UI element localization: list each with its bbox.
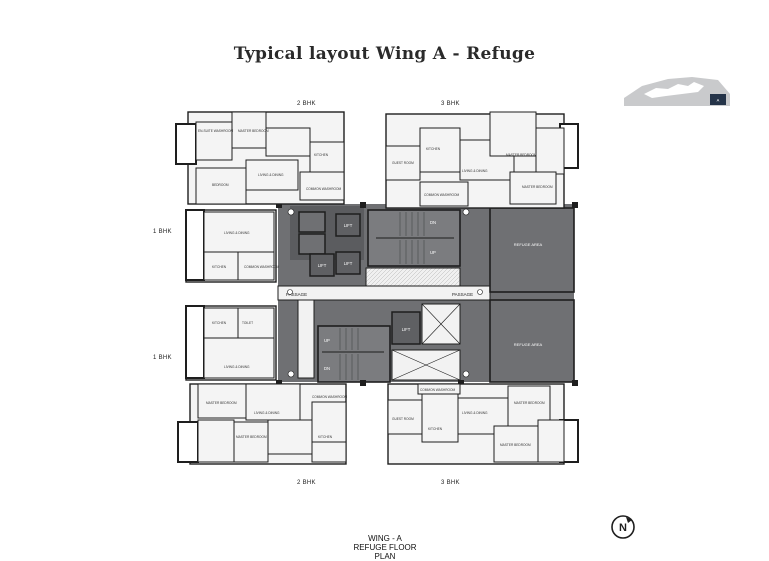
svg-text:BEDROOM: BEDROOM bbox=[212, 183, 229, 187]
svg-text:LIVING & DINING: LIVING & DINING bbox=[462, 411, 488, 415]
svg-text:COMMON WASHROOM: COMMON WASHROOM bbox=[244, 265, 279, 269]
svg-text:KITCHEN: KITCHEN bbox=[314, 153, 329, 157]
unit-3bhk-top-right bbox=[385, 111, 579, 209]
caption-floor: REFUGE FLOOR bbox=[353, 543, 417, 552]
unit-label-bottom-left: 2 BHK bbox=[297, 480, 316, 486]
svg-text:MASTER BEDROOM: MASTER BEDROOM bbox=[236, 435, 267, 439]
svg-text:COMMON WASHROOM: COMMON WASHROOM bbox=[306, 187, 341, 191]
svg-text:KITCHEN: KITCHEN bbox=[426, 147, 441, 151]
caption-plan: PLAN bbox=[374, 552, 396, 561]
unit-label-left-lower: 1 BHK bbox=[153, 355, 172, 361]
svg-text:MASTER BEDROOM: MASTER BEDROOM bbox=[506, 153, 537, 157]
svg-text:LIVING & DINING: LIVING & DINING bbox=[254, 411, 280, 415]
svg-text:LIVING & DINING: LIVING & DINING bbox=[224, 365, 250, 369]
svg-text:TOILET: TOILET bbox=[242, 321, 253, 325]
lift-3 bbox=[309, 253, 335, 277]
svg-text:MASTER BEDROOM: MASTER BEDROOM bbox=[522, 185, 553, 189]
svg-text:LIVING & DINING: LIVING & DINING bbox=[462, 169, 488, 173]
svg-text:REFUGE AREA: REFUGE AREA bbox=[514, 342, 543, 347]
unit-2bhk-bottom-left bbox=[177, 383, 347, 465]
refuge-area-upper bbox=[489, 207, 575, 293]
svg-text:KITCHEN: KITCHEN bbox=[428, 427, 443, 431]
svg-text:GUEST ROOM: GUEST ROOM bbox=[392, 417, 414, 421]
svg-text:LIFT: LIFT bbox=[318, 263, 327, 268]
page-title: Typical layout Wing A - Refuge bbox=[233, 44, 536, 64]
svg-text:LIVING & DINING: LIVING & DINING bbox=[258, 173, 284, 177]
svg-text:A: A bbox=[717, 98, 720, 103]
unit-3bhk-bottom-right bbox=[387, 383, 579, 465]
svg-text:DN: DN bbox=[324, 366, 330, 371]
svg-text:GUEST ROOM: GUEST ROOM bbox=[392, 161, 414, 165]
svg-text:MASTER BEDROOM: MASTER BEDROOM bbox=[206, 401, 237, 405]
unit-label-left-upper: 1 BHK bbox=[153, 229, 172, 235]
svg-text:UP: UP bbox=[430, 250, 436, 255]
svg-text:DN: DN bbox=[430, 220, 436, 225]
svg-text:MASTER BEDROOM: MASTER BEDROOM bbox=[238, 129, 269, 133]
passage-label-right: PASSAGE bbox=[452, 292, 473, 297]
svg-text:LIFT: LIFT bbox=[402, 327, 411, 332]
key-plan-thumbnail: A bbox=[624, 77, 730, 106]
refuge-area-lower bbox=[489, 299, 575, 383]
unit-label-top-right: 3 BHK bbox=[441, 101, 460, 107]
central-core: LIFT LIFT LIFT DN UP PASSAGE PASSAGE UP bbox=[276, 202, 578, 386]
lift-4 bbox=[391, 311, 421, 345]
north-compass-icon: N bbox=[611, 515, 635, 539]
lower-staircase bbox=[317, 325, 391, 383]
unit-2bhk-top-left bbox=[175, 111, 345, 205]
svg-text:KITCHEN: KITCHEN bbox=[212, 265, 227, 269]
unit-1bhk-left-lower bbox=[185, 305, 277, 381]
svg-text:COMMON WASHROOM: COMMON WASHROOM bbox=[420, 388, 455, 392]
svg-text:UP: UP bbox=[324, 338, 330, 343]
svg-text:LIFT: LIFT bbox=[344, 223, 353, 228]
lift-2 bbox=[335, 251, 361, 275]
svg-text:EN-SUITE WASHROOM: EN-SUITE WASHROOM bbox=[198, 129, 233, 133]
svg-text:COMMON WASHROOM: COMMON WASHROOM bbox=[312, 395, 347, 399]
wing-marker bbox=[710, 94, 726, 105]
lift-1 bbox=[335, 213, 361, 237]
unit-1bhk-left-upper bbox=[185, 209, 277, 283]
unit-label-bottom-right: 3 BHK bbox=[441, 480, 460, 486]
svg-text:KITCHEN: KITCHEN bbox=[318, 435, 333, 439]
svg-text:LIVING & DINING: LIVING & DINING bbox=[224, 231, 250, 235]
svg-text:MASTER BEDROOM: MASTER BEDROOM bbox=[514, 401, 545, 405]
svg-text:MASTER BEDROOM: MASTER BEDROOM bbox=[500, 443, 531, 447]
svg-text:KITCHEN: KITCHEN bbox=[212, 321, 227, 325]
unit-label-top-left: 2 BHK bbox=[297, 101, 316, 107]
svg-text:REFUGE AREA: REFUGE AREA bbox=[514, 242, 543, 247]
svg-text:LIFT: LIFT bbox=[344, 261, 353, 266]
caption-wing: WING - A bbox=[368, 534, 402, 543]
svg-text:COMMON WASHROOM: COMMON WASHROOM bbox=[424, 193, 459, 197]
svg-text:N: N bbox=[619, 522, 627, 534]
passage-label-left: PASSAGE bbox=[286, 292, 307, 297]
